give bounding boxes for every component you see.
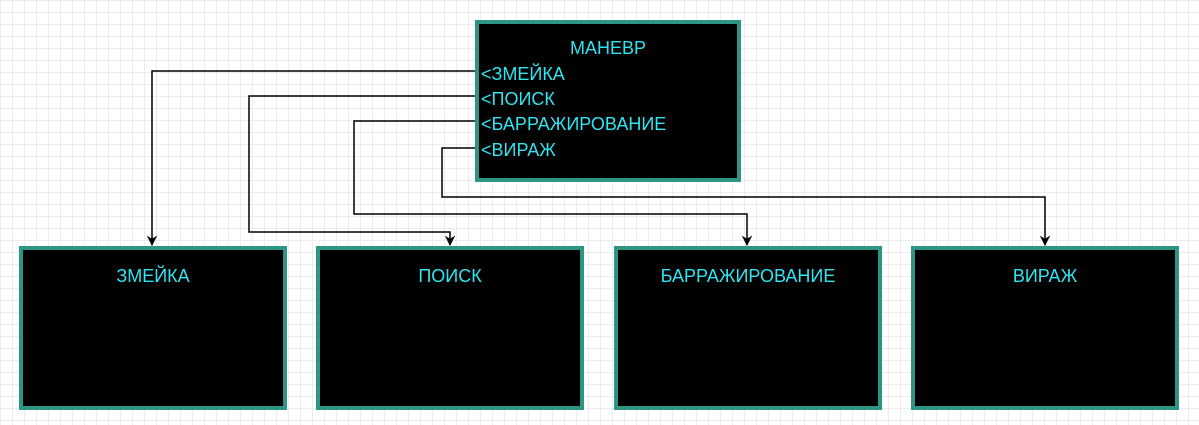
child-node-poisk[interactable]: ПОИСК <box>316 246 584 410</box>
parent-node-manevr[interactable]: МАНЕВР <ЗМЕЙКА <ПОИСК <БАРРАЖИРОВАНИЕ <В… <box>475 20 741 182</box>
parent-item-barrazhirovanie[interactable]: <БАРРАЖИРОВАНИЕ <box>481 114 667 134</box>
child-node-zmeyka[interactable]: ЗМЕЙКА <box>19 246 287 410</box>
child-node-title: ЗМЕЙКА <box>116 266 190 286</box>
connector-virazh <box>441 147 1051 247</box>
parent-node-title: МАНЕВР <box>569 38 647 58</box>
parent-item-zmeyka[interactable]: <ЗМЕЙКА <box>481 64 565 84</box>
child-node-title: ПОИСК <box>418 266 482 286</box>
child-node-barrazhirovanie[interactable]: БАРРАЖИРОВАНИЕ <box>614 246 882 410</box>
parent-item-poisk[interactable]: <ПОИСК <box>481 89 555 109</box>
connector-zmeyka <box>146 70 479 247</box>
child-node-title: БАРРАЖИРОВАНИЕ <box>660 266 836 286</box>
connector-poisk <box>248 95 479 247</box>
parent-item-virazh[interactable]: <ВИРАЖ <box>481 140 556 160</box>
child-node-virazh[interactable]: ВИРАЖ <box>911 246 1179 410</box>
connector-barrazhirovanie <box>353 120 753 247</box>
child-node-title: ВИРАЖ <box>1012 266 1078 286</box>
